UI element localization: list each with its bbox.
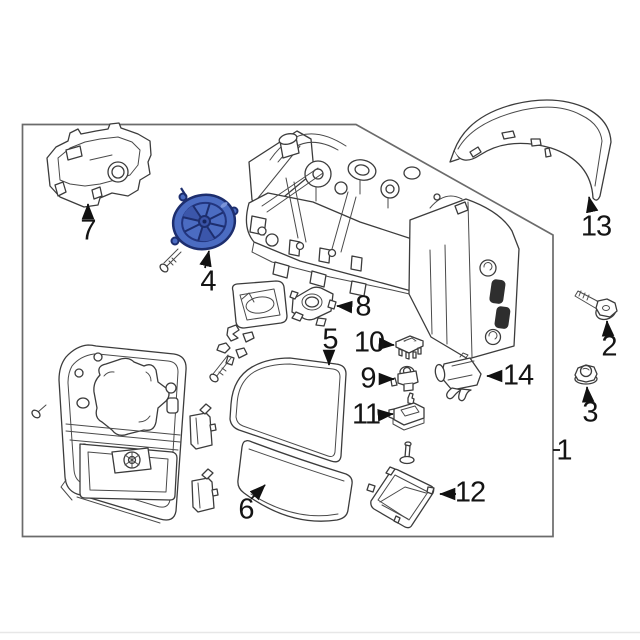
part-12-lower-cover-drawing [366,466,435,529]
callout-label-1: 1 [556,434,572,467]
callout-label-14: 14 [502,359,534,392]
left-pin-drawing [31,404,47,419]
callout-arrows [81,196,615,501]
part-14-sensor-drawing [434,352,482,402]
part-3-nut-drawing [574,364,598,385]
callout-label-3: 3 [582,396,598,429]
small-clips-drawing [216,324,255,366]
part-10-clip-drawing [395,335,424,360]
callout-arrow-8 [336,300,353,314]
part-9-grommet-drawing [390,365,419,392]
callout-arrow-10 [378,337,395,351]
callout-label-12: 12 [454,476,486,509]
part-13-mirror-cap-drawing [449,99,612,201]
callout-label-13: 13 [580,210,612,243]
parts-box-border [21,123,554,538]
callout-label-6: 6 [238,493,254,526]
callout-arrow-2 [601,320,615,337]
callout-label-8: 8 [355,290,371,323]
callout-arrow-13 [586,196,599,214]
part-4-actuator-drawing [170,187,239,251]
part-2-bolt-drawing [574,290,618,321]
callout-label-9: 9 [360,362,376,395]
callout-label-11: 11 [351,398,381,431]
lamp-lens-drawing [231,280,288,329]
callout-label-10: 10 [353,326,385,359]
push-pin-drawing [399,441,415,465]
housing-frame-drawing [58,344,219,524]
mirror-arm-assembly-drawing [245,130,520,360]
callout-label-7: 7 [80,214,96,247]
callout-label-2: 2 [601,330,617,363]
part-7-mount-bracket-drawing [46,122,152,208]
callout-label-5: 5 [322,323,338,356]
callout-arrow-4 [199,250,212,269]
callout-arrow-6 [249,484,266,501]
part-8-motor-mount-drawing [289,286,337,327]
part-5-mirror-glass-drawing [229,357,347,463]
callout-label-4: 4 [200,265,216,298]
callout-arrow-3 [581,386,595,403]
callout-arrow-11 [377,408,394,422]
glass-screw-drawing [209,354,232,383]
part-11-bracket-clip-drawing [388,392,425,431]
actuator-screw-drawing [159,248,182,273]
